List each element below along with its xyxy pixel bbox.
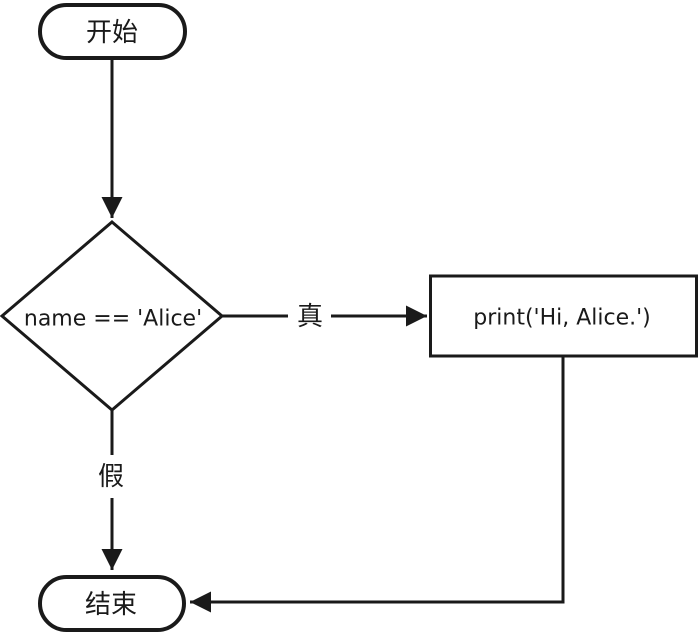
condition-node-label: name == 'Alice' (24, 307, 202, 332)
process-node-label: print('Hi, Alice.') (473, 306, 651, 331)
start-node-label: 开始 (86, 18, 138, 48)
condition-node-shape (0, 220, 225, 412)
process-node: print('Hi, Alice.') (429, 274, 698, 358)
end-node: 结束 (38, 575, 186, 632)
start-node-shape (38, 3, 187, 60)
condition-node: name == 'Alice' (0, 220, 225, 412)
false-branch-label: 假 (98, 462, 124, 492)
end-node-label: 结束 (85, 590, 137, 620)
edge-condition-true: 真 (222, 302, 427, 332)
edge-condition-false: 假 (98, 410, 124, 570)
start-node: 开始 (38, 3, 187, 60)
true-branch-label: 真 (297, 302, 323, 332)
edge-process-to-end (190, 356, 565, 613)
process-node-shape (429, 274, 698, 358)
end-node-shape (38, 575, 186, 632)
edge-process-to-end-line (190, 356, 565, 613)
